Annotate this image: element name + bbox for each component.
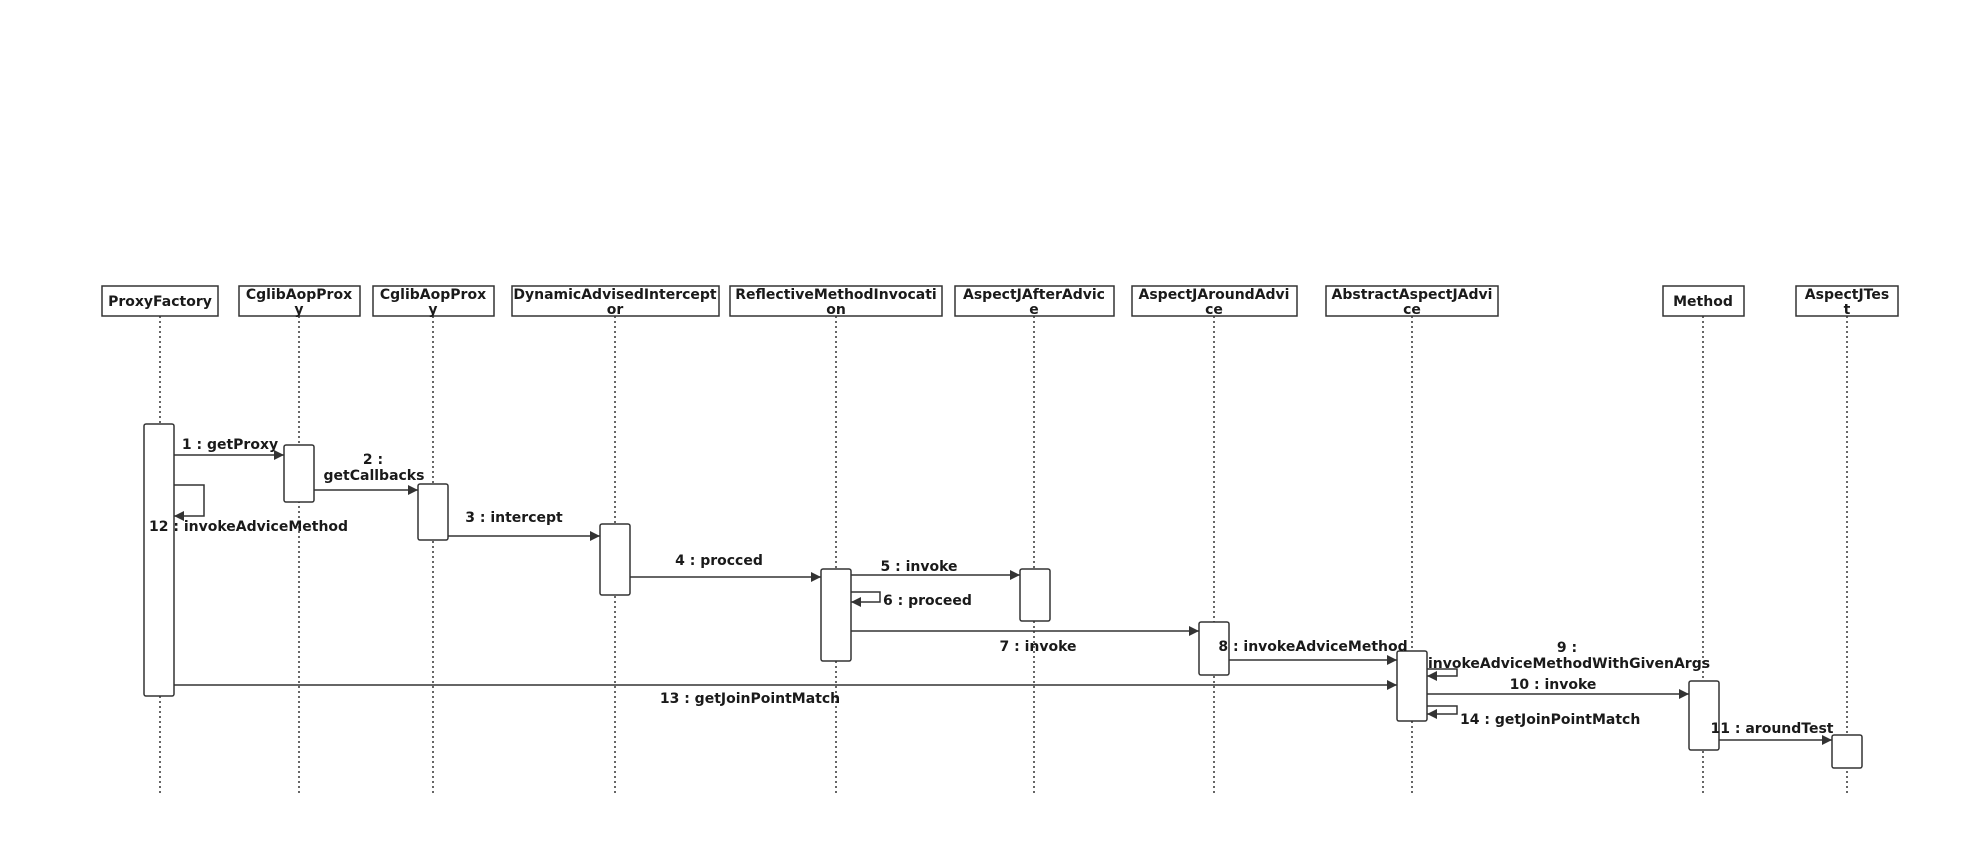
activation-abstract-aspectj-advice[interactable] (1396, 650, 1428, 722)
message-label-12: 12 : invokeAdviceMethod (149, 519, 348, 535)
message-label-6: 6 : proceed (883, 593, 972, 609)
message-arrow-9[interactable] (1427, 668, 1458, 681)
participant-box-cglib-aop-proxy-1[interactable] (238, 285, 361, 317)
participant-label-aspectj-test-line2: t (1844, 302, 1851, 318)
activation-method[interactable] (1688, 680, 1720, 751)
participant-label-dynamic-advised-interceptor-line1: DynamicAdvisedIntercept (513, 287, 717, 303)
participant-label-proxy-factory: ProxyFactory (108, 294, 212, 310)
participant-box-dynamic-advised-interceptor[interactable] (511, 285, 720, 317)
message-label-1: 1 : getProxy (182, 437, 278, 453)
activation-reflective-method-invocation[interactable] (820, 568, 852, 662)
participant-label-aspectj-after-advice-line1: AspectJAfterAdvic (963, 287, 1105, 303)
participant-label-dynamic-advised-interceptor-line2: or (607, 302, 624, 318)
participant-box-aspectj-test[interactable] (1795, 285, 1899, 317)
message-label-7: 7 : invoke (999, 639, 1076, 655)
activation-aspectj-test[interactable] (1831, 734, 1863, 769)
message-label-5: 5 : invoke (880, 559, 957, 575)
participant-label-aspectj-around-advice-line1: AspectJAroundAdvi (1139, 287, 1290, 303)
message-labels: 1 : getProxy 2 : getCallbacks 3 : interc… (149, 437, 1834, 737)
message-label-2-line1: 2 : (363, 452, 383, 468)
activation-cglib-aop-proxy-2[interactable] (417, 483, 449, 541)
message-label-3: 3 : intercept (465, 510, 563, 526)
message-label-13: 13 : getJoinPointMatch (660, 691, 840, 707)
message-label-9-line1: 9 : (1557, 640, 1577, 656)
activation-bars (143, 423, 1863, 769)
message-arrow-6[interactable] (851, 591, 881, 607)
participant-label-cglib-aop-proxy-2-line2: y (428, 302, 437, 318)
participant-label-reflective-method-invocation-line1: ReflectiveMethodInvocati (735, 287, 936, 303)
message-arrows (174, 450, 1832, 745)
activation-cglib-aop-proxy-1[interactable] (283, 444, 315, 503)
message-label-2-line2: getCallbacks (324, 468, 425, 484)
activation-proxy-factory[interactable] (143, 423, 175, 697)
activation-dynamic-advised-interceptor[interactable] (599, 523, 631, 596)
participant-label-method: Method (1673, 294, 1733, 310)
message-label-9-line2: invokeAdviceMethodWithGivenArgs (1428, 656, 1710, 672)
participant-label-aspectj-after-advice-line2: e (1029, 302, 1039, 318)
message-label-10: 10 : invoke (1510, 677, 1597, 693)
activation-aspectj-after-advice[interactable] (1019, 568, 1051, 622)
participant-label-abstract-aspectj-advice-line2: ce (1403, 302, 1421, 318)
participant-box-abstract-aspectj-advice[interactable] (1325, 285, 1499, 317)
participant-label-cglib-aop-proxy-1-line2: y (294, 302, 303, 318)
message-label-8: 8 : invokeAdviceMethod (1218, 639, 1407, 655)
participant-label-cglib-aop-proxy-1-line1: CglibAopProx (246, 287, 352, 303)
message-label-4: 4 : procced (675, 553, 763, 569)
activation-aspectj-around-advice[interactable] (1198, 621, 1230, 676)
participant-label-aspectj-test-line1: AspectJTes (1805, 287, 1889, 303)
message-label-14: 14 : getJoinPointMatch (1460, 712, 1640, 728)
participant-box-proxy-factory[interactable] (101, 285, 219, 317)
participant-label-aspectj-around-advice-line2: ce (1205, 302, 1223, 318)
participant-label-reflective-method-invocation-line2: on (826, 302, 846, 318)
participant-headers: ProxyFactory CglibAopProx y CglibAopProx… (101, 285, 1899, 318)
message-arrow-14[interactable] (1427, 705, 1458, 719)
participant-label-cglib-aop-proxy-2-line1: CglibAopProx (380, 287, 486, 303)
message-label-11: 11 : aroundTest (1711, 721, 1834, 737)
message-arrow-12[interactable] (174, 484, 205, 521)
participant-label-abstract-aspectj-advice-line1: AbstractAspectJAdvi (1332, 287, 1493, 303)
participant-box-aspectj-after-advice[interactable] (954, 285, 1115, 317)
